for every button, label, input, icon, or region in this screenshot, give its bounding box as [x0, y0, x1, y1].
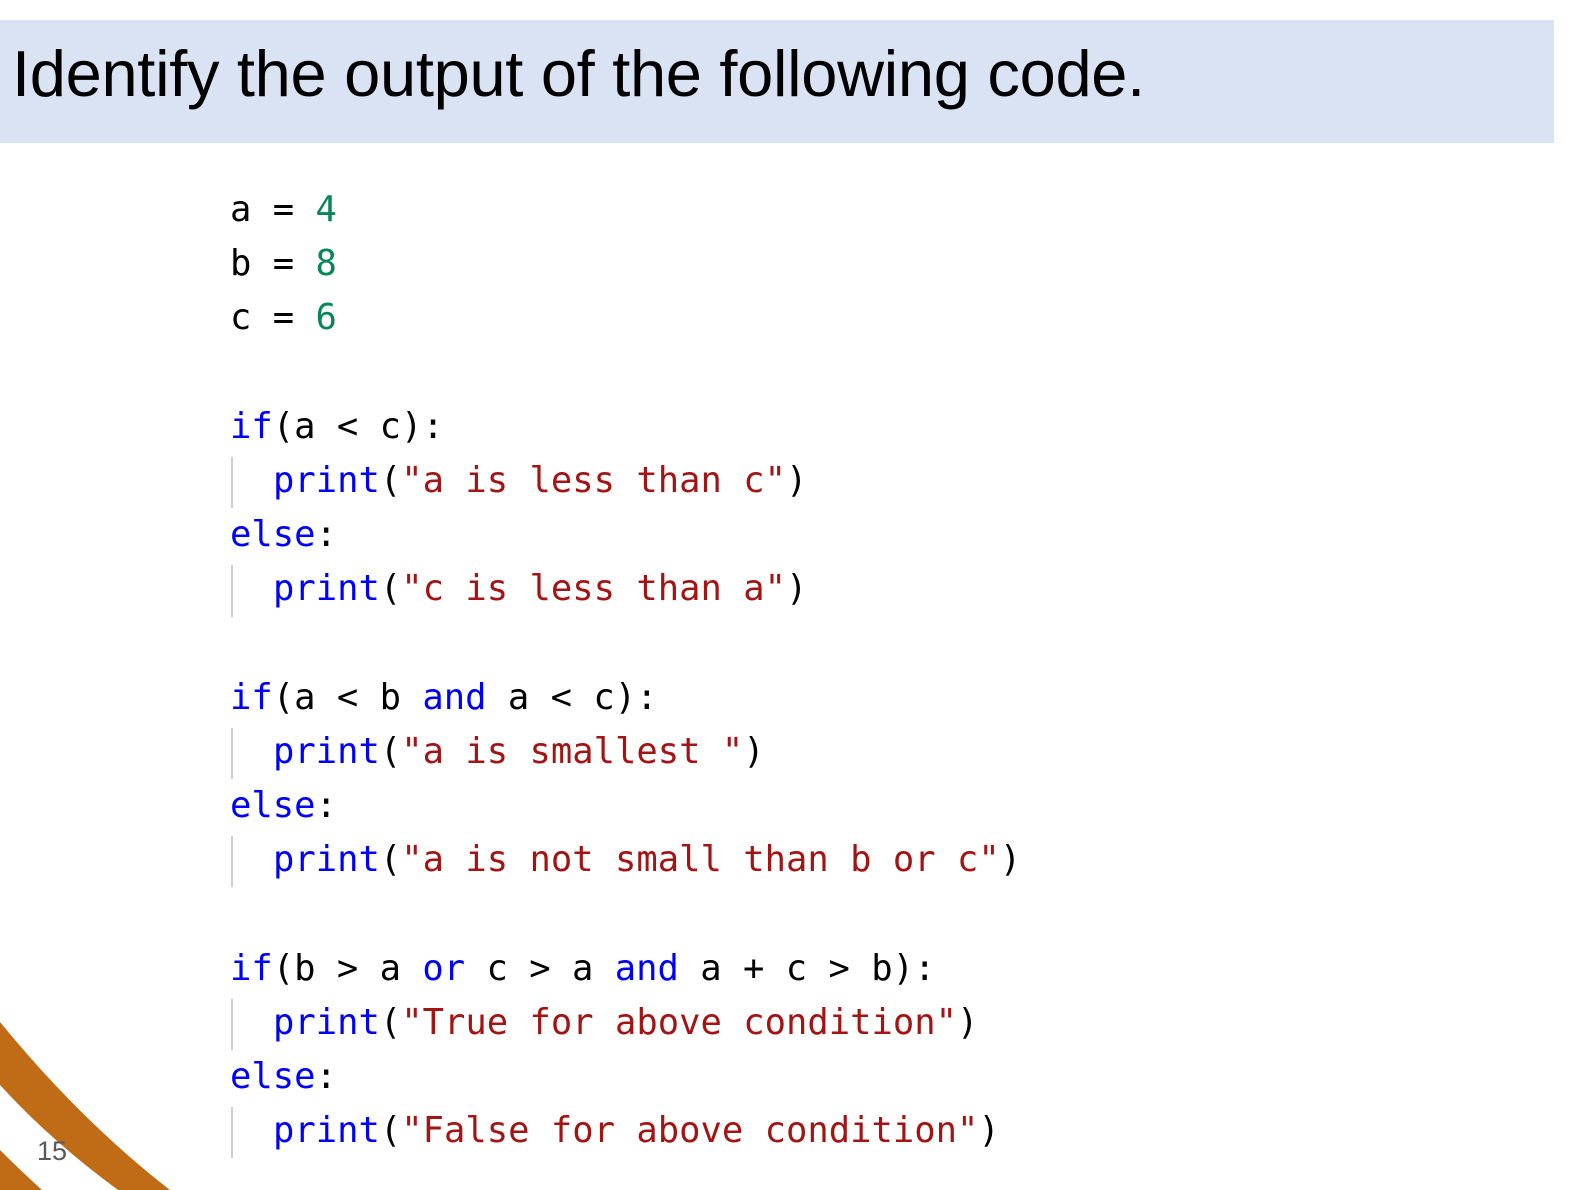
code-token-str: "c is less than a" — [401, 568, 786, 610]
code-token-plain: ( — [379, 459, 402, 501]
code-token-kw: print — [273, 839, 380, 881]
code-token-plain: a < c): — [486, 676, 658, 718]
code-token-plain: : — [315, 1056, 337, 1097]
code-token-kw: else — [230, 785, 316, 827]
code-token-plain: c = — [230, 297, 316, 339]
code-token-num: 8 — [315, 243, 337, 285]
code-token-kw: if — [230, 405, 273, 447]
code-token-kw: else — [230, 514, 316, 556]
code-token-plain: ) — [785, 568, 808, 610]
code-token-kw: else — [230, 1056, 316, 1097]
code-token-num: 6 — [315, 297, 337, 339]
code-line: print("False for above condition") — [230, 1104, 1021, 1159]
code-line: if(b > a or c > a and a + c > b): — [230, 942, 1021, 996]
code-token-kw: print — [273, 568, 380, 610]
code-line: print("True for above condition") — [230, 996, 1021, 1051]
code-line: else: — [230, 779, 1021, 833]
title-band — [0, 20, 1554, 143]
code-token-plain: (b > a — [272, 947, 423, 989]
code-token-plain: (a < c): — [272, 405, 444, 447]
code-token-plain: ( — [379, 1110, 402, 1152]
code-token-str: "a is not small than b or c" — [401, 839, 1000, 881]
code-token-plain: ( — [379, 1001, 402, 1043]
code-token-plain: ( — [379, 839, 402, 881]
slide-title: Identify the output of the following cod… — [12, 37, 1145, 110]
code-token-kw: print — [273, 1001, 380, 1043]
blank-line — [230, 887, 1021, 941]
code-token-str: "a is smallest " — [401, 730, 744, 772]
code-token-plain: b = — [230, 243, 316, 285]
code-token-kw: print — [273, 459, 380, 501]
page-number: 15 — [37, 1136, 68, 1166]
code-line: c = 6 — [230, 291, 1021, 345]
code-line: b = 8 — [230, 237, 1021, 291]
code-token-plain: a = — [230, 189, 316, 230]
code-token-plain: ) — [978, 1110, 1000, 1152]
code-line: if(a < b and a < c): — [230, 671, 1021, 725]
code-line: print("c is less than a") — [230, 562, 1021, 617]
code-token-plain: c > a — [465, 947, 615, 989]
code-line: a = 4 — [230, 183, 1021, 237]
code-token-kw: print — [273, 730, 380, 772]
code-token-plain: : — [315, 514, 337, 556]
code-token-kw: if — [230, 676, 273, 718]
code-token-kw: and — [422, 676, 487, 718]
code-token-plain: ) — [956, 1001, 979, 1043]
code-token-kw: or — [422, 947, 466, 989]
code-token-kw: and — [614, 947, 679, 989]
code-line: else: — [230, 508, 1021, 562]
code-token-kw: print — [273, 1110, 380, 1152]
code-token-plain: ( — [379, 568, 402, 610]
code-line: print("a is smallest ") — [230, 725, 1021, 780]
code-line: if(a < c): — [230, 400, 1021, 454]
code-line: print("a is less than c") — [230, 454, 1021, 509]
code-token-str: "a is less than c" — [401, 459, 786, 501]
code-token-plain: a + c > b): — [678, 947, 936, 989]
code-token-kw: if — [230, 947, 273, 989]
code-token-num: 4 — [315, 189, 337, 230]
decorative-swoosh-icon — [0, 1022, 170, 1190]
blank-line — [230, 617, 1021, 671]
code-token-plain: ) — [743, 730, 765, 772]
code-token-plain: (a < b — [272, 676, 423, 718]
code-token-plain: ) — [785, 459, 808, 501]
code-token-str: "True for above condition" — [401, 1001, 957, 1043]
code-token-plain: : — [315, 785, 337, 827]
code-token-plain: ( — [379, 730, 402, 772]
code-token-str: "False for above condition" — [401, 1110, 979, 1152]
code-line: print("a is not small than b or c") — [230, 833, 1022, 888]
code-token-plain: ) — [999, 839, 1022, 881]
code-line: else: — [230, 1050, 1021, 1104]
blank-line — [230, 346, 1021, 400]
